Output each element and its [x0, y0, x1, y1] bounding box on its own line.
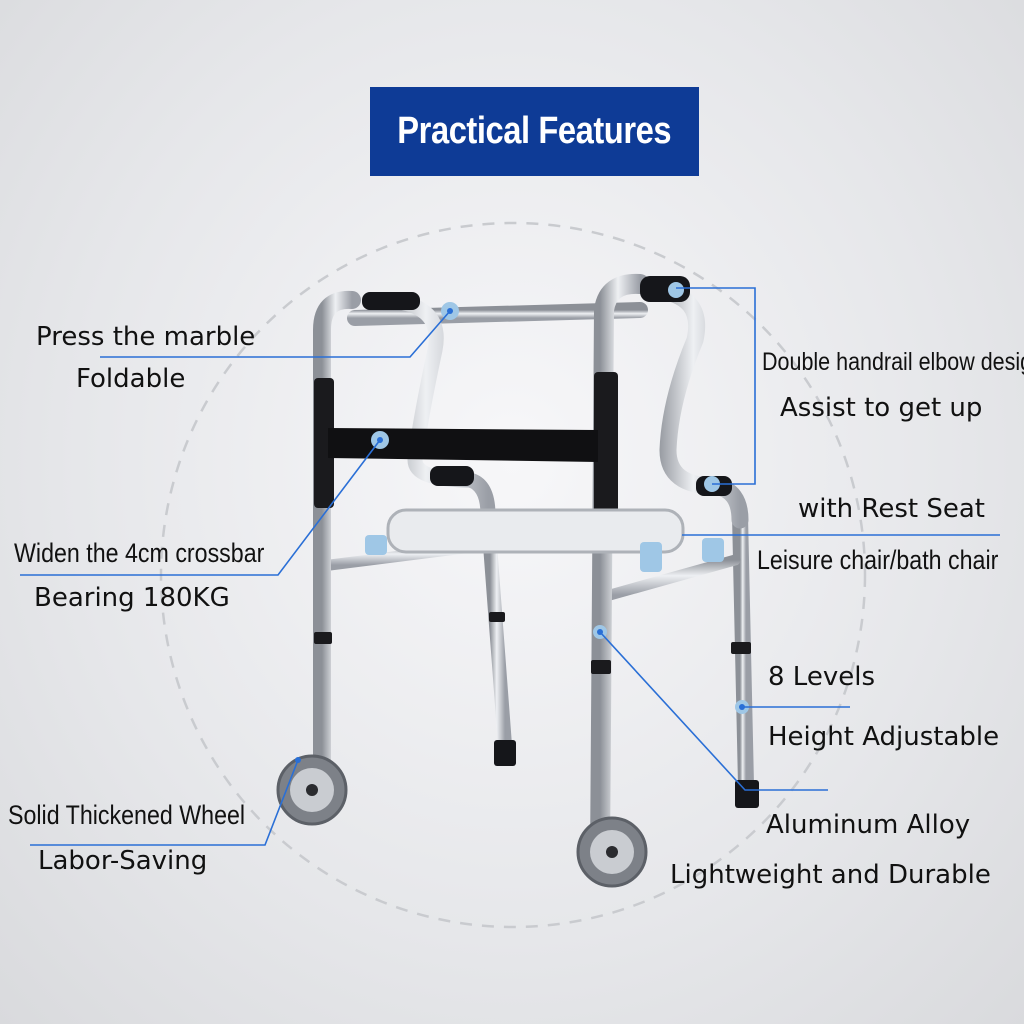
page-title: Practical Features — [397, 110, 672, 152]
wheel-label-line2: Labor-Saving — [38, 846, 208, 876]
walker-frame — [313, 273, 754, 870]
callout-dots — [295, 308, 745, 763]
crossbar-label-line2: Bearing 180KG — [34, 583, 230, 613]
wheel-label-line1: Solid Thickened Wheel — [8, 800, 246, 830]
handrail-label-line1: Double handrail elbow design — [762, 348, 1024, 376]
wide-crossbar — [328, 428, 598, 462]
alloy-label-line1: Aluminum Alloy — [766, 810, 971, 840]
callout-lines — [20, 287, 1000, 846]
fold-label-line2: Foldable — [76, 364, 186, 394]
frame-clamps — [314, 372, 751, 674]
front-wheels — [276, 754, 648, 888]
seat-label-line2: Leisure chair/bath chair — [757, 545, 999, 575]
rest-seat — [386, 508, 685, 554]
handrail-label-line2: Assist to get up — [780, 393, 983, 423]
crossbar-label-line1: Widen the 4cm crossbar — [14, 538, 265, 568]
height-label-line1: 8 Levels — [768, 662, 875, 692]
title-banner: Practical Features — [370, 87, 699, 176]
seat-label-line1: with Rest Seat — [798, 494, 985, 524]
height-label-line2: Height Adjustable — [768, 722, 1000, 752]
fold-label-line1: Press the marble — [36, 322, 256, 352]
alloy-label-line2: Lightweight and Durable — [670, 860, 991, 890]
